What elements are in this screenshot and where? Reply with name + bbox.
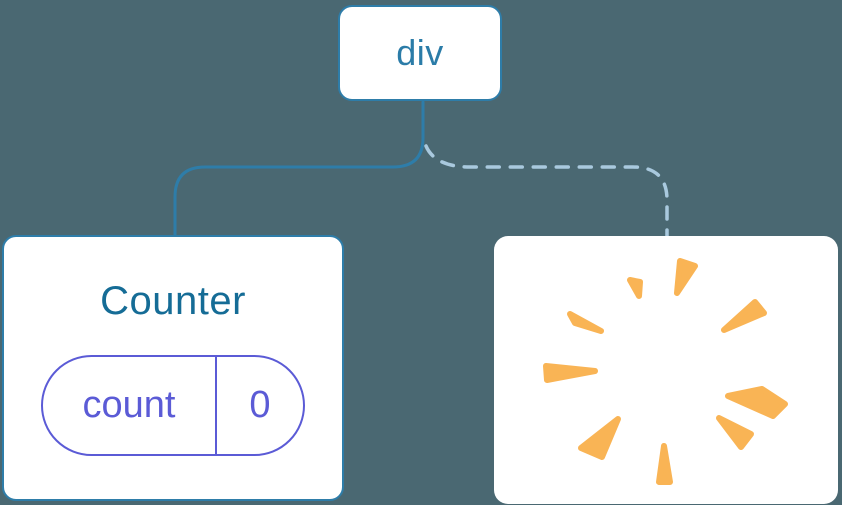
connector-dashed: [424, 144, 669, 239]
state-value: 0: [249, 384, 271, 426]
root-node-label: div: [396, 32, 444, 73]
connector-solid: [173, 100, 425, 238]
poof-wedge: [725, 386, 788, 419]
state-value-cell: 0: [217, 357, 303, 454]
poof-wedge: [721, 299, 767, 333]
removed-card: [494, 236, 838, 504]
poof-wedge: [578, 416, 621, 460]
poof-wedge: [656, 443, 673, 485]
poof-starburst-icon: [543, 258, 788, 485]
counter-card: Counter count 0: [2, 235, 344, 501]
state-pill: count 0: [41, 355, 305, 456]
tree-root-node: div: [338, 5, 502, 101]
state-name-cell: count: [43, 357, 217, 454]
state-name: count: [82, 384, 176, 426]
poof-wedge: [543, 363, 598, 383]
poof-wedge: [567, 311, 604, 334]
counter-card-title: Counter: [100, 279, 246, 323]
poof-wedge: [627, 277, 643, 299]
poof-wedge: [716, 415, 754, 450]
poof-wedge: [674, 258, 698, 296]
